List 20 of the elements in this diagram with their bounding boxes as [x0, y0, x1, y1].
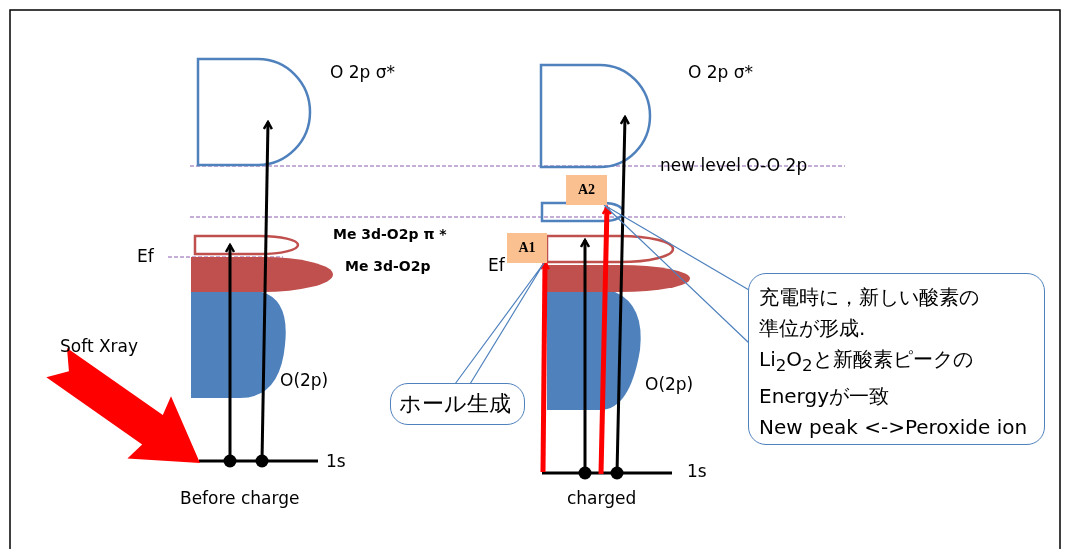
peak-tag: A2 [566, 175, 607, 205]
leader-line [603, 204, 750, 344]
panel-caption: charged [567, 488, 637, 508]
panel-caption: Before charge [180, 488, 300, 508]
peak-tag: A1 [507, 233, 547, 263]
callout-bubble: 充電時に，新しい酸素の準位が形成. Li$_{2}$O$_{2}$と新酸素ピークのEnergyが一致 New peak <->Peroxide ion [748, 273, 1045, 445]
beam-label: Soft Xray [60, 336, 139, 356]
level-label: Me 3d-O2p [345, 258, 431, 274]
level-label: Me 3d-O2p π * [333, 226, 447, 242]
level-label: 1s [687, 461, 707, 481]
level-label: O 2p σ* [688, 62, 754, 82]
level-label: O(2p) [280, 370, 329, 390]
fermi-label: Ef [488, 255, 505, 275]
level-label: O(2p) [645, 374, 694, 394]
callout-bubble: ホール生成 [390, 383, 525, 425]
level-label: new level O-O 2p [660, 155, 808, 175]
fermi-label: Ef [137, 246, 154, 266]
level-label: 1s [326, 451, 346, 471]
leader-line [454, 262, 545, 385]
level-label: O 2p σ* [330, 62, 396, 82]
